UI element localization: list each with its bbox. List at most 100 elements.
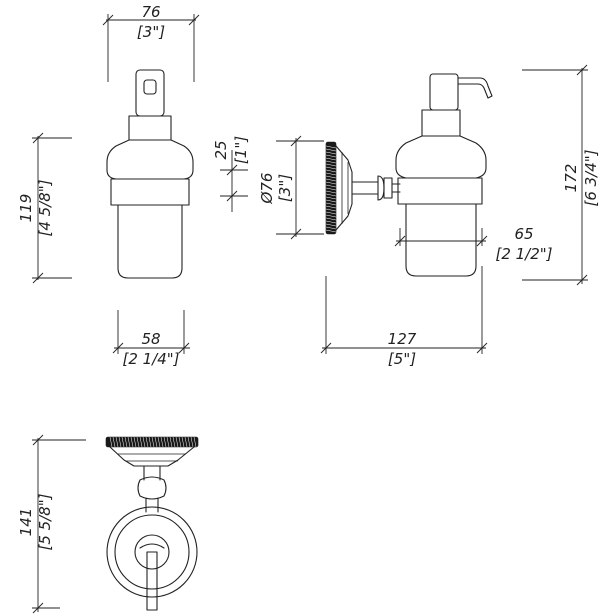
dim-side-depth-inch: [5"] bbox=[388, 350, 416, 368]
knurl-line bbox=[325, 226, 337, 230]
knurl-line bbox=[121, 436, 125, 448]
knurl-line bbox=[142, 436, 146, 448]
knurl-line bbox=[163, 436, 167, 448]
knurl-line bbox=[148, 436, 152, 448]
side-pump-spout bbox=[457, 77, 493, 99]
side-rosette bbox=[335, 145, 353, 231]
front-band bbox=[110, 178, 190, 206]
dim-front-height-inch: [4 5/8"] bbox=[36, 179, 54, 236]
front-pump-slot bbox=[143, 79, 157, 95]
dim-container-width-mm: 65 bbox=[514, 225, 533, 243]
knurl-line bbox=[124, 436, 128, 448]
dim-side-height-mm: 172 bbox=[562, 164, 580, 193]
knurl-line bbox=[325, 205, 337, 209]
top-pump-detail bbox=[139, 543, 165, 549]
top-knob bbox=[137, 476, 167, 500]
knurl-line bbox=[190, 436, 194, 448]
knurl-line bbox=[325, 211, 337, 215]
dim-tick bbox=[394, 235, 406, 247]
knurl-line bbox=[139, 436, 143, 448]
dim-front-width-mm: 76 bbox=[141, 3, 160, 21]
knurl-line bbox=[118, 436, 122, 448]
dim-plate-thickness-mm: 25 bbox=[212, 140, 230, 159]
knurl-line bbox=[115, 436, 119, 448]
knurl-line bbox=[154, 436, 158, 448]
dim-plate-thickness-inch: [1"] bbox=[232, 136, 250, 164]
knurl-line bbox=[109, 436, 113, 448]
side-band bbox=[397, 177, 483, 205]
dim-tick bbox=[112, 342, 124, 354]
side-plate-knurl bbox=[325, 145, 337, 233]
knurl-line bbox=[127, 436, 131, 448]
knurl-line bbox=[325, 172, 337, 176]
dim-tick bbox=[320, 342, 332, 354]
knurl-line bbox=[145, 436, 149, 448]
knurl-line bbox=[193, 436, 197, 448]
dim-tick bbox=[178, 342, 190, 354]
knurl-line bbox=[178, 436, 182, 448]
dim-tick bbox=[32, 602, 44, 614]
dim-tick bbox=[290, 135, 302, 147]
dim-front-height-mm: 119 bbox=[17, 194, 35, 223]
knurl-line bbox=[325, 181, 337, 185]
front-collar bbox=[128, 115, 172, 141]
knurl-line bbox=[133, 436, 137, 448]
top-ring-inner bbox=[114, 514, 190, 590]
dim-front-width-inch: [3"] bbox=[137, 23, 165, 41]
knurl-line bbox=[325, 169, 337, 173]
front-cap bbox=[106, 139, 194, 180]
dim-top-height-inch: [5 5/8"] bbox=[36, 493, 54, 550]
knurl-line bbox=[325, 208, 337, 212]
plate-diameter-dimension: Ø76 [3"] bbox=[258, 135, 324, 240]
knurl-line bbox=[325, 163, 337, 167]
dim-top-height-mm: 141 bbox=[17, 508, 35, 537]
knurl-line bbox=[151, 436, 155, 448]
dim-tick bbox=[576, 64, 588, 76]
dim-tick bbox=[32, 434, 44, 446]
top-plate-knurl bbox=[109, 436, 197, 448]
side-view: 172 [6 3/4"] 65 [2 1/2"] 127 [5"] bbox=[320, 64, 600, 368]
dim-tick bbox=[576, 274, 588, 286]
knurl-line bbox=[325, 214, 337, 218]
top-spout bbox=[146, 551, 158, 611]
knurl-line bbox=[325, 190, 337, 194]
dim-tick bbox=[102, 14, 114, 26]
knurl-line bbox=[325, 148, 337, 152]
knurl-line bbox=[325, 160, 337, 164]
side-pump-head bbox=[429, 73, 459, 111]
front-pump-head bbox=[135, 69, 165, 117]
knurl-line bbox=[187, 436, 191, 448]
front-view: 76 [3"] 119 [4 5/8"] 58 [2 1/4"] bbox=[17, 3, 200, 368]
dim-plate-diameter-mm: Ø76 bbox=[258, 173, 276, 205]
knurl-line bbox=[184, 436, 188, 448]
knurl-line bbox=[325, 184, 337, 188]
knurl-line bbox=[160, 436, 164, 448]
knurl-line bbox=[325, 193, 337, 197]
knurl-line bbox=[166, 436, 170, 448]
knurl-line bbox=[136, 436, 140, 448]
knurl-line bbox=[325, 151, 337, 155]
knurl-line bbox=[181, 436, 185, 448]
knurl-line bbox=[325, 202, 337, 206]
knurl-line bbox=[325, 199, 337, 203]
knurl-line bbox=[175, 436, 179, 448]
knurl-line bbox=[112, 436, 116, 448]
knurl-line bbox=[157, 436, 161, 448]
knurl-line bbox=[325, 166, 337, 170]
dim-base-width-inch: [2 1/4"] bbox=[122, 350, 179, 368]
side-knob-neck bbox=[383, 177, 393, 199]
dim-side-height-inch: [6 3/4"] bbox=[582, 149, 600, 206]
plate-thickness-dimension: 25 [1"] bbox=[212, 136, 250, 212]
knurl-line bbox=[325, 196, 337, 200]
top-view: 141 [5 5/8"] bbox=[17, 434, 199, 614]
dim-tick bbox=[226, 164, 238, 176]
top-pump-knob bbox=[134, 534, 170, 570]
side-collar bbox=[421, 109, 461, 137]
knurl-line bbox=[325, 220, 337, 224]
dim-base-width-mm: 58 bbox=[141, 330, 160, 348]
knurl-line bbox=[325, 178, 337, 182]
knurl-line bbox=[325, 187, 337, 191]
dim-plate-diameter-inch: [3"] bbox=[276, 174, 294, 202]
front-container bbox=[117, 204, 183, 279]
